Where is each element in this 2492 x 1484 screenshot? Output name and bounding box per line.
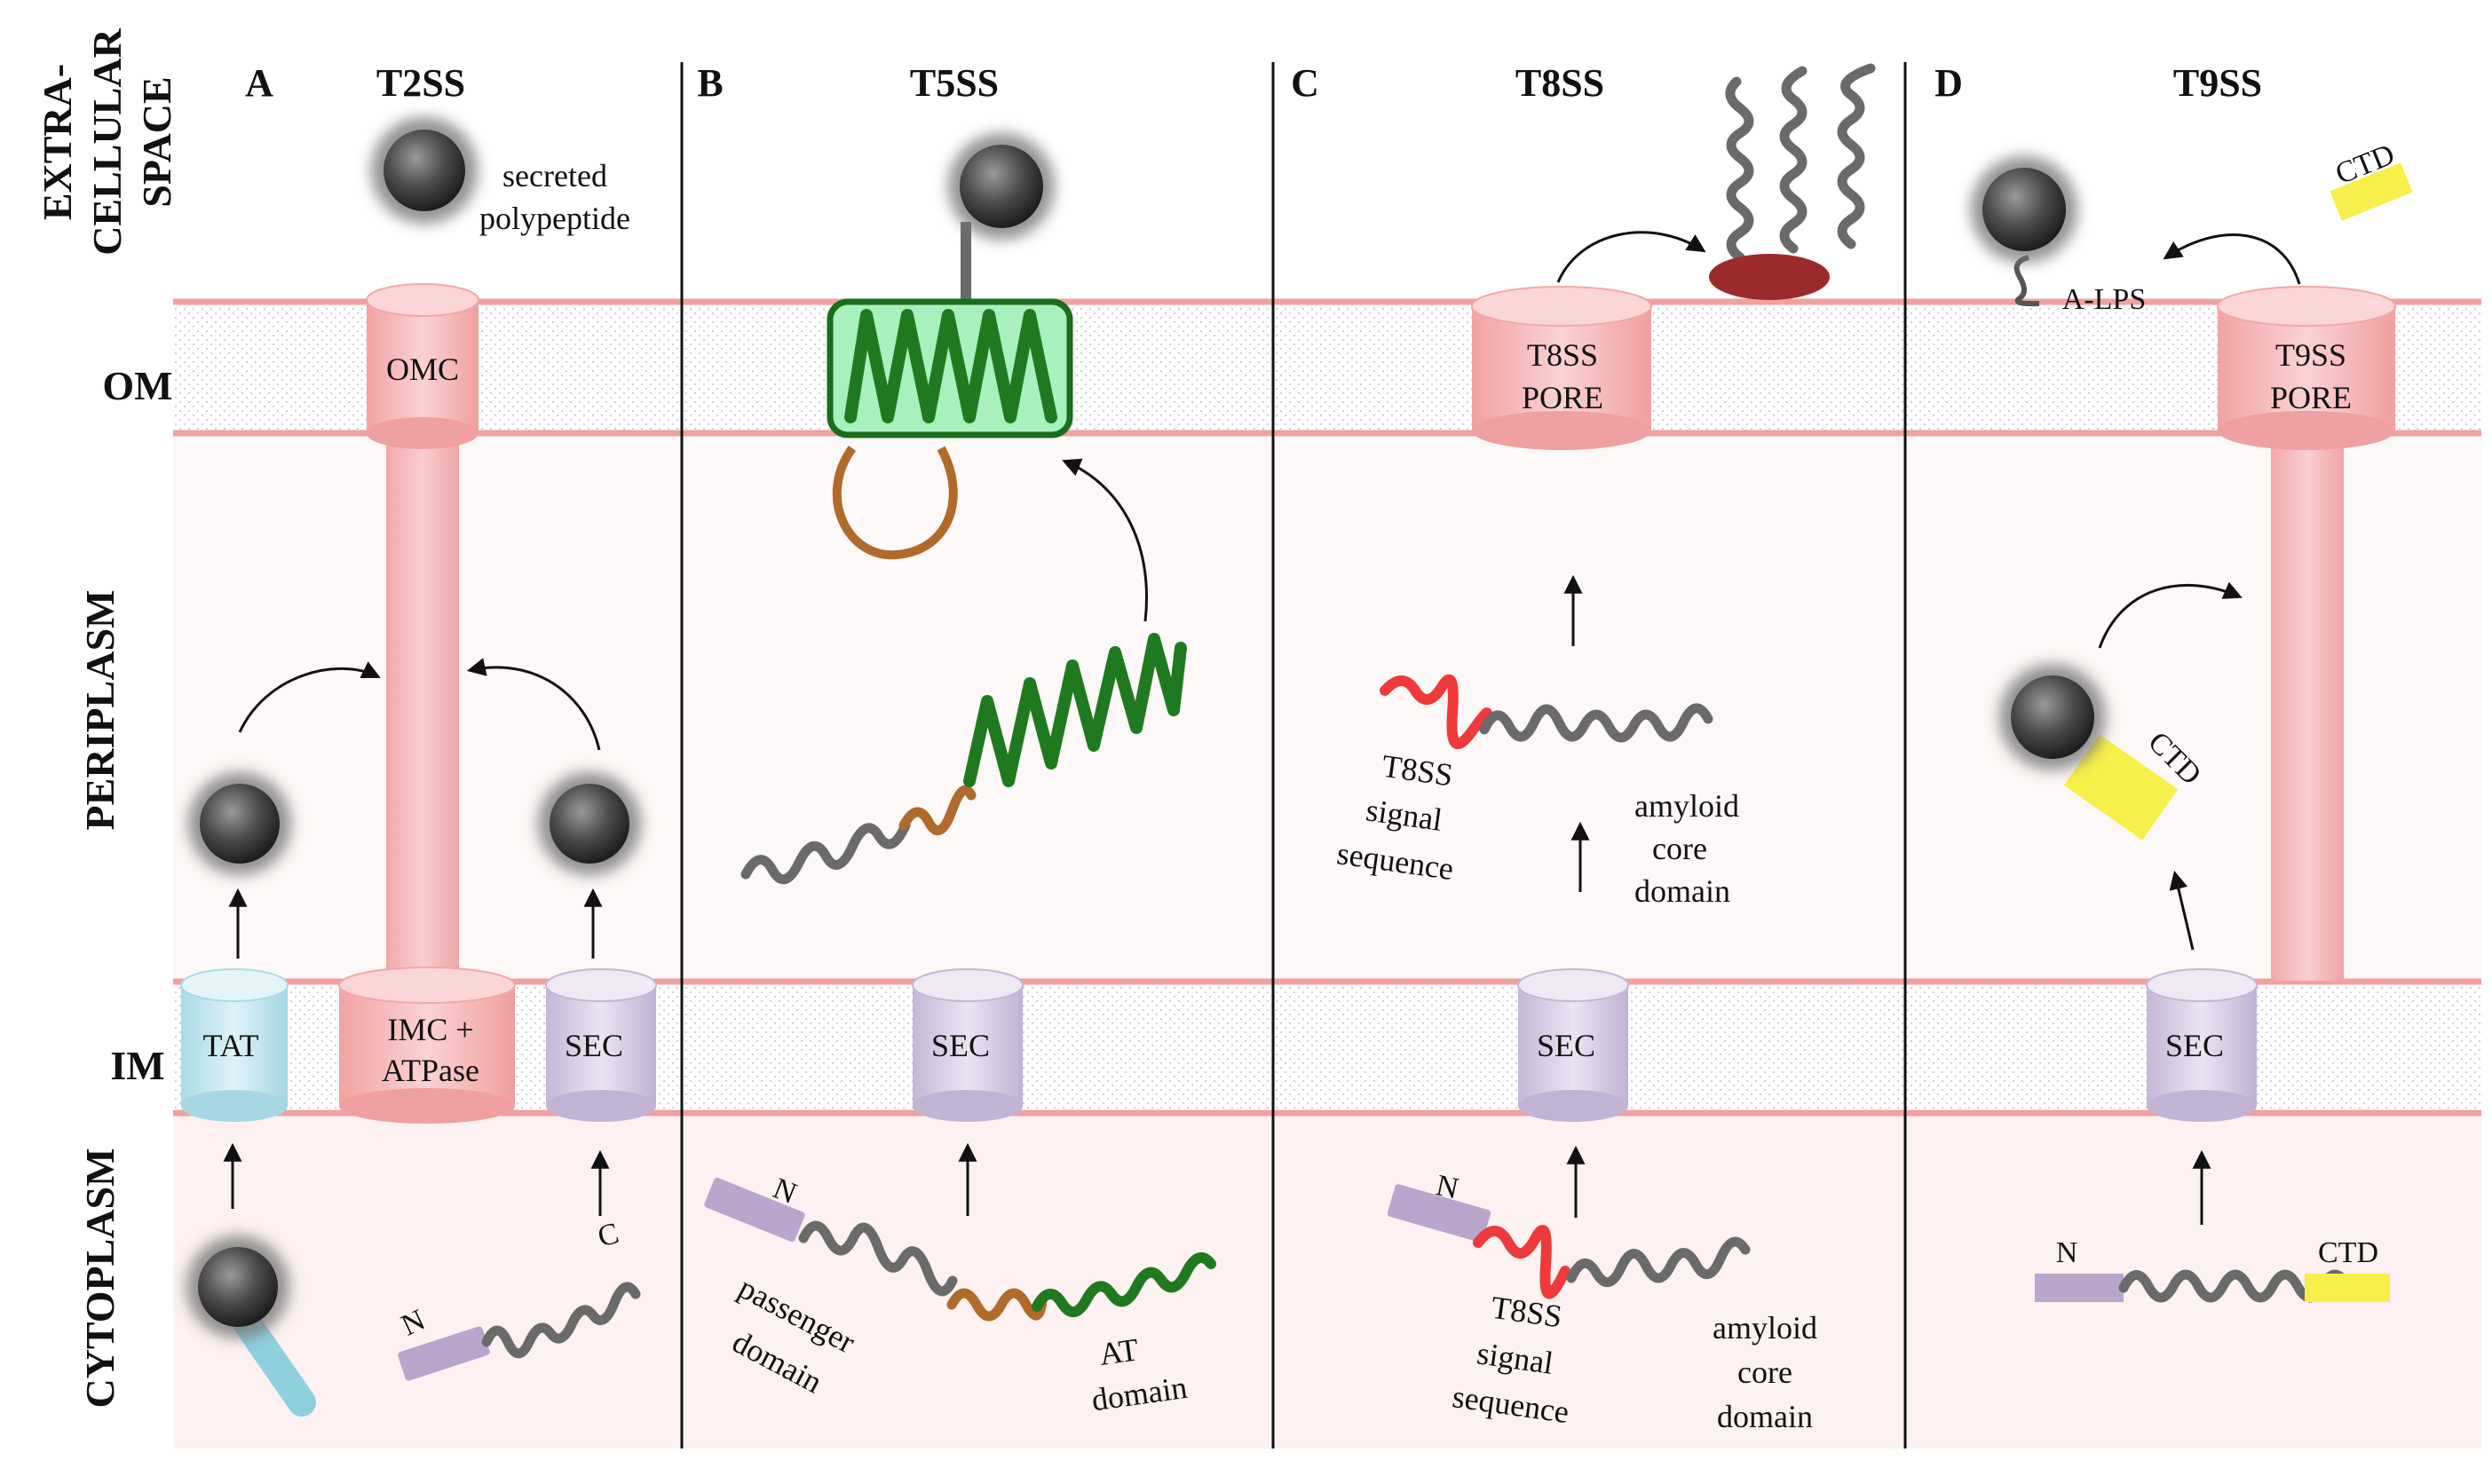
- sec-c-label: SEC: [1537, 1028, 1595, 1063]
- periplasm-chain-c: [1380, 674, 1713, 749]
- t9ss-pore-label-1: T9SS: [2275, 337, 2346, 373]
- sec-cylinder-c: SEC: [1517, 968, 1629, 1122]
- secreted-polypeptide-ball: [371, 117, 478, 224]
- released-ctd: [2330, 162, 2413, 221]
- panel-b-title: T5SS: [910, 61, 999, 105]
- cyto-amyloid-label-1: amyloid: [1713, 1310, 1817, 1346]
- passenger-ball-b: [948, 133, 1055, 240]
- imc-label-1: IMC +: [387, 1012, 473, 1047]
- inner-membrane: [173, 982, 2481, 1113]
- secreted-label-1: secreted: [502, 158, 607, 193]
- cyto-amyloid-label-3: domain: [1717, 1399, 1813, 1434]
- label-space: SPACE: [134, 76, 179, 207]
- label-om: OM: [102, 363, 172, 408]
- omc-label: OMC: [386, 351, 459, 387]
- outer-membrane: [173, 302, 2481, 433]
- sec-cylinder-a: SEC: [545, 968, 657, 1122]
- linker-loop: [832, 446, 958, 560]
- panel-a-title: T2SS: [376, 61, 465, 105]
- cytoplasm-chain-b: [704, 1177, 1216, 1322]
- panel-a: OMC secreted polypeptide TAT IMC + ATPas…: [180, 117, 657, 1417]
- peri-amyloid-label-1: amyloid: [1634, 788, 1739, 824]
- omc-cylinder: OMC: [366, 283, 479, 449]
- panel-d-letter: D: [1934, 61, 1963, 105]
- imc-atpase-cylinder: IMC + ATPase: [338, 967, 516, 1124]
- cyto-amyloid-label-2: core: [1737, 1354, 1792, 1390]
- panel-b-letter: B: [697, 61, 723, 105]
- t8ss-pore-label-1: T8SS: [1527, 337, 1598, 373]
- periplasm-chain-b: [740, 633, 1187, 885]
- periplasm-ball-right: [538, 772, 641, 875]
- sec-b-label: SEC: [931, 1028, 990, 1063]
- panel-c-title: T8SS: [1515, 61, 1604, 105]
- t8ss-pore-label-2: PORE: [1522, 380, 1603, 415]
- beta-barrel: [827, 298, 1073, 438]
- anchored-ball: [1971, 156, 2077, 307]
- sec-a-label: SEC: [565, 1028, 623, 1063]
- periplasm-ball-left: [188, 772, 291, 875]
- peri-amyloid-label-2: core: [1652, 831, 1707, 866]
- tat-cylinder: TAT: [180, 968, 289, 1122]
- panel-c-letter: C: [1291, 61, 1319, 105]
- label-im: IM: [110, 1043, 164, 1088]
- sec-cylinder-d: SEC: [2146, 968, 2258, 1122]
- amyloid-fibrils: [1709, 63, 1876, 300]
- imc-label-2: ATPase: [382, 1053, 479, 1088]
- at-label-1: AT: [1097, 1331, 1141, 1372]
- alps-label: A-LPS: [2062, 283, 2146, 316]
- cytoplasm-chain-d: [2035, 1269, 2390, 1303]
- ctd-cyto-label: CTD: [2318, 1236, 2378, 1269]
- label-cellular: CELLULAR: [84, 28, 130, 255]
- panel-b: SEC N passenger domain AT domain: [704, 133, 1216, 1417]
- peri-amyloid-label-3: domain: [1634, 873, 1730, 909]
- tat-label: TAT: [202, 1028, 258, 1063]
- t9ss-pore: T9SS PORE: [2217, 286, 2396, 450]
- periplasm-ball-ctd: [1999, 664, 2179, 841]
- sec-d-label: SEC: [2165, 1028, 2224, 1063]
- secreted-label-2: polypeptide: [479, 201, 630, 236]
- cytoplasm-ball-tat: [186, 1235, 316, 1417]
- sec-cylinder-b: SEC: [912, 968, 1024, 1122]
- panel-d-title: T9SS: [2173, 61, 2262, 105]
- cytoplasm-chain-c: [1387, 1184, 1751, 1299]
- region-labels: EXTRA- CELLULAR SPACE OM PERIPLASM IM CY…: [35, 28, 179, 1408]
- t8ss-pore: T8SS PORE: [1471, 286, 1652, 450]
- chain-d-n-label: N: [2056, 1236, 2078, 1269]
- label-periplasm: PERIPLASM: [77, 590, 123, 831]
- periplasm-region: [173, 435, 2481, 985]
- label-cytoplasm: CYTOPLASM: [77, 1148, 123, 1408]
- t9ss-pore-label-2: PORE: [2270, 380, 2352, 415]
- label-extra: EXTRA-: [35, 64, 80, 220]
- cytoplasm-chain-a: [398, 1282, 641, 1381]
- panel-c: T8SS PORE T8SS signal sequence amyloid c…: [1335, 63, 1876, 1434]
- panel-a-letter: A: [245, 61, 273, 105]
